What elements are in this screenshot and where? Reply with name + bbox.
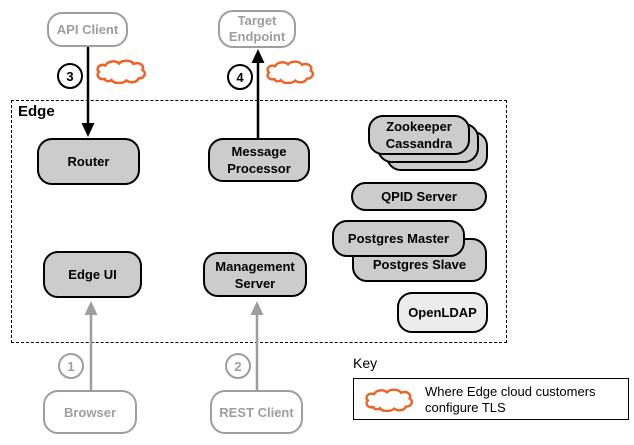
node-zookeeper-cassandra: Zookeeper Cassandra [368,115,470,155]
message-processor-label: Message Processor [227,144,291,176]
step-1-number: 1 [67,358,75,374]
key-tls-cloud-icon [365,388,414,412]
node-qpid-server: QPID Server [351,182,487,211]
api-client-label: API Client [56,22,119,37]
management-server-label: Management Server [215,258,295,291]
openldap-label: OpenLDAP [408,305,477,320]
tls-cloud-icon [96,59,147,84]
step-1-badge: 1 [58,353,84,379]
node-target-endpoint: Target Endpoint [218,10,296,48]
browser-label: Browser [63,404,117,420]
node-message-processor: Message Processor [208,138,310,182]
step-3-number: 3 [66,68,74,84]
node-postgres-master: Postgres Master [332,220,465,257]
node-router: Router [37,138,140,185]
node-management-server: Management Server [203,252,307,297]
edge-zone-label: Edge [18,103,55,120]
key-description: Where Edge cloud customers configure TLS [425,384,596,415]
node-edge-ui: Edge UI [43,251,142,298]
step-2-number: 2 [234,358,242,374]
rest-client-label: REST Client [219,404,294,420]
step-2-badge: 2 [225,353,251,379]
step-4-number: 4 [236,69,244,85]
node-openldap: OpenLDAP [397,292,488,333]
qpid-server-label: QPID Server [381,189,457,204]
node-rest-client: REST Client [210,390,303,434]
node-api-client: API Client [47,12,128,47]
cassandra-label: Cassandra [385,136,453,151]
target-endpoint-label: Target Endpoint [228,13,286,44]
postgres-master-label: Postgres Master [347,231,450,246]
edge-ui-label: Edge UI [68,267,117,282]
node-browser: Browser [43,390,137,434]
postgres-slave-label: Postgres Slave [372,257,467,272]
tls-cloud-icon [266,60,315,84]
zookeeper-label: Zookeeper [386,119,452,134]
router-label: Router [67,154,110,169]
step-3-badge: 3 [57,63,83,89]
step-4-badge: 4 [227,64,253,90]
key-title: Key [353,355,378,371]
